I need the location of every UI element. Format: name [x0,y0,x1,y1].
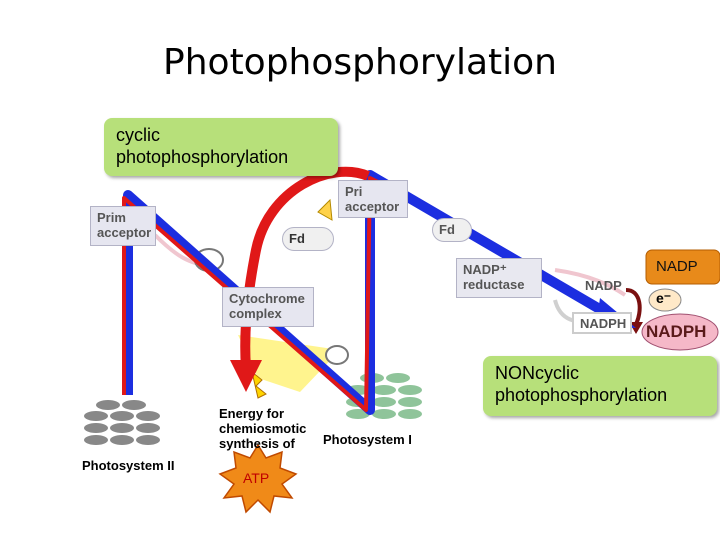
noncyclic-callout: NONcyclic photophosphorylation [483,356,717,416]
primary-acceptor-ii-line2: acceptor [97,225,152,240]
primary-acceptor-ii-line1: Prim [97,210,126,225]
ferredoxin-right: Fd [432,218,472,242]
nadp-reductase-line2: reductase [463,277,525,292]
fd-center-label: Fd [289,231,305,246]
atp-burst [218,443,298,514]
noncyclic-callout-line1: NONcyclic [495,363,579,383]
nadp-plus-label: NADP [585,278,622,293]
energy-label: Energy for chemiosmotic synthesis of [219,406,306,451]
nadp-reductase-box: NADP⁺ reductase [456,258,542,298]
energy-line2: chemiosmotic [219,421,307,436]
photosystem-i-label: Photosystem I [323,432,412,447]
lightning-icon [251,370,267,399]
nadp-reductase-line1: NADP⁺ [463,262,507,277]
cyclic-electron-path [122,176,379,412]
primary-acceptor-i-box: Pri acceptor [338,180,408,218]
cyclic-callout-line1: cyclic [116,125,160,145]
cyclic-callout: cyclic photophosphorylation [104,118,338,176]
nadp-badge-label: NADP [656,258,698,275]
nadph-small-box: NADPH [572,312,632,334]
photosystem-ii-label: Photosystem II [82,458,175,473]
photosystem-i-graphic [346,373,422,419]
ferredoxin-center: Fd [282,227,334,251]
atp-label: ATP [243,470,270,486]
energy-line3: synthesis of [219,436,295,451]
cytochrome-line1: Cytochrome [229,291,305,306]
primary-acceptor-i-line1: Pri [345,184,363,199]
primary-acceptor-ii-box: Prim acceptor [90,206,156,246]
cyclic-callout-line2: photophosphorylation [116,147,289,167]
fd-right-label: Fd [439,222,455,237]
cyclic-arrowhead [230,360,262,392]
nadph-big-label: NADPH [646,322,707,341]
electron-label: e⁻ [656,290,672,306]
cytochrome-line2: complex [229,306,282,321]
nadph-small-label: NADPH [580,316,627,331]
slide-title: Photophosphorylation [163,42,557,83]
primary-acceptor-i-line2: acceptor [345,199,400,214]
photosystem-ii-graphic [84,400,160,445]
cytochrome-complex-box: Cytochrome complex [222,287,314,327]
energy-line1: Energy for [219,406,285,421]
noncyclic-callout-line2: photophosphorylation [495,385,668,405]
